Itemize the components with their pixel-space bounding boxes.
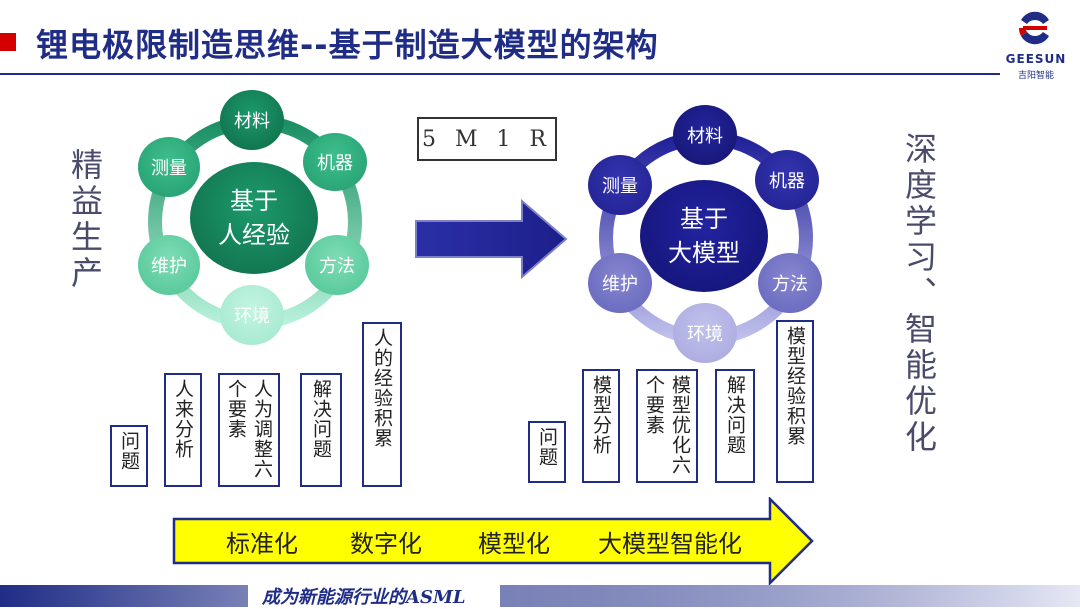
right-vertical-label: 深度学习、智能优化 [900,132,938,456]
left-step-adjust: 人为调整六个要素 [218,373,280,487]
left-node-materials: 材料 [220,90,284,150]
left-center-line1: 基于 [230,187,278,215]
left-step-experience: 人的经验积累 [362,322,402,487]
right-node-method: 方法 [758,253,822,313]
right-step-optimize: 模型优化六个要素 [636,369,698,483]
left-step-analysis: 人来分析 [164,373,202,487]
title-divider [0,73,1000,75]
right-node-measurement: 测量 [588,155,652,215]
left-step-solve: 解决问题 [300,373,342,487]
right-node-machine: 机器 [755,150,819,210]
arrow-label-standardization: 标准化 [226,530,298,558]
footer-slogan: 成为新能源行业的ASML [262,587,466,608]
arrow-label-large-model-intelligence: 大模型智能化 [598,530,742,558]
geesun-logo-icon [1018,11,1049,45]
left-node-measurement: 测量 [138,137,200,197]
left-node-method: 方法 [305,235,369,295]
progression-arrow-icon [172,497,814,585]
right-cycle-center: 基于 大模型 [640,180,768,292]
right-step-solve: 解决问题 [715,369,755,483]
right-node-materials: 材料 [673,105,737,165]
logo-text-en: GEESUN [1005,52,1067,66]
right-step-analysis: 模型分析 [582,369,620,483]
left-vertical-label: 精益生产 [66,148,104,292]
right-center-line2: 大模型 [668,239,740,267]
arrow-label-modeling: 模型化 [478,530,550,558]
right-node-maintenance: 维护 [588,253,652,313]
left-node-machine: 机器 [303,133,367,191]
left-center-line2: 人经验 [218,221,290,249]
left-step-problem: 问题 [110,425,148,487]
right-step-experience: 模型经验积累 [776,320,814,483]
right-step-problem: 问题 [528,421,566,483]
left-cycle-center: 基于 人经验 [190,162,318,274]
arrow-label-digitization: 数字化 [350,530,422,558]
logo-text-cn: 吉阳智能 [1017,71,1054,81]
left-node-environment: 环境 [220,285,284,345]
left-node-maintenance: 维护 [138,235,200,295]
page-title: 锂电极限制造思维--基于制造大模型的架构 [36,26,659,64]
transition-arrow-icon [415,198,568,280]
right-node-environment: 环境 [673,303,737,363]
title-accent-mark [0,33,16,51]
footer-bar [0,585,1080,607]
five-m-one-r-label: 5 M 1 R [417,117,557,161]
right-center-line1: 基于 [680,205,728,233]
